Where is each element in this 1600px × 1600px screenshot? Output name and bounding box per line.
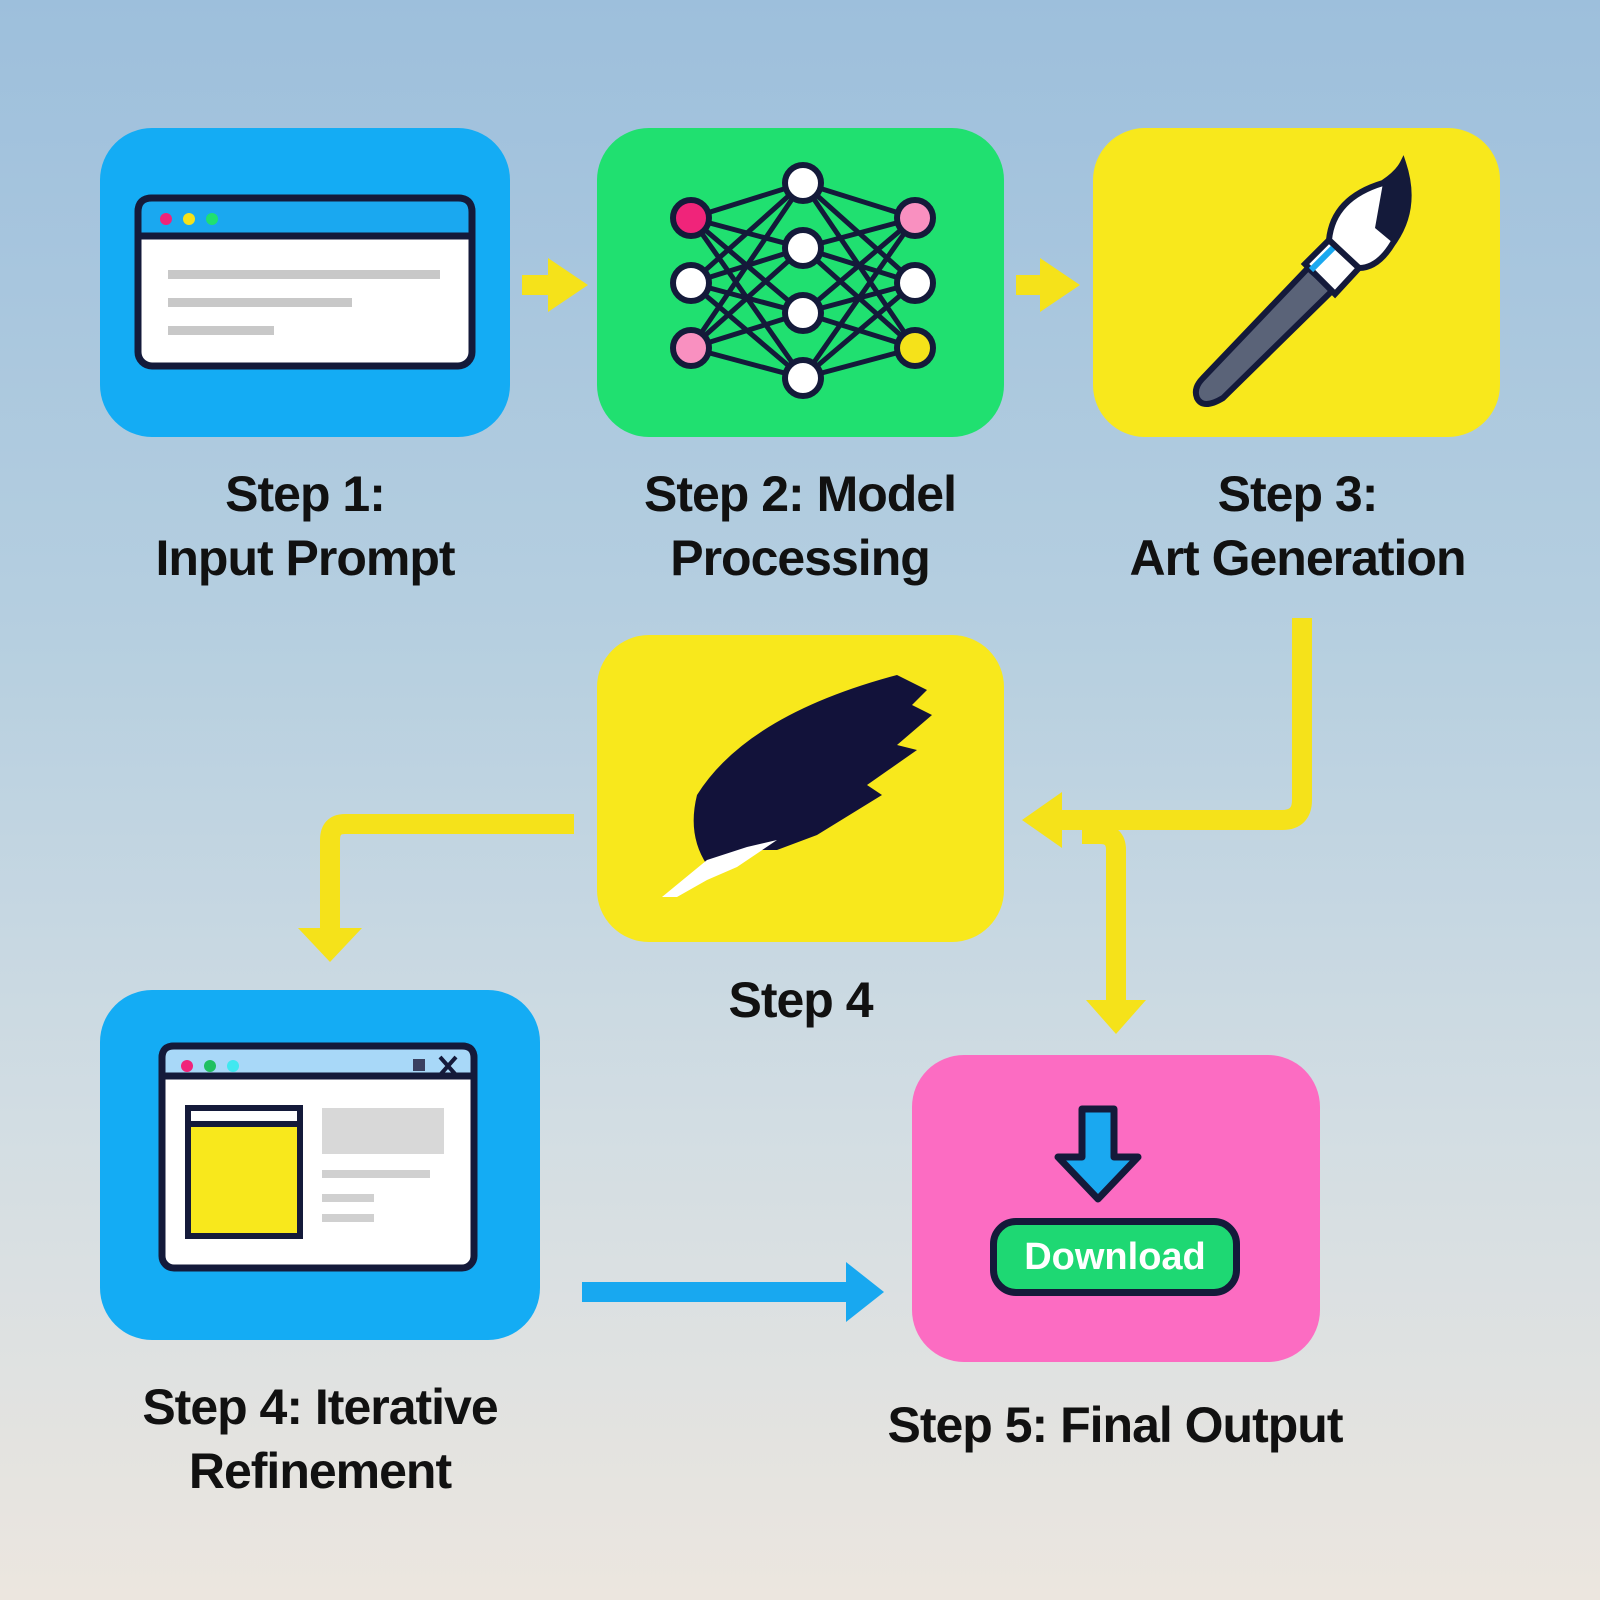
step1-label: Step 1:Input Prompt — [155, 466, 455, 586]
download-button[interactable]: Download — [990, 1218, 1240, 1296]
paintbrush-icon — [1192, 155, 1412, 407]
arrowhead-into-output — [846, 1262, 884, 1322]
step4-label: Step 4 — [728, 972, 873, 1028]
arrow-refinement-to-output — [582, 1282, 852, 1302]
arrow-step2-to-step3 — [1016, 258, 1080, 312]
connector-step4-to-refinement — [320, 814, 574, 932]
brush-stroke-icon — [662, 675, 932, 897]
step3-card — [1093, 128, 1500, 437]
step4-refinement-card — [100, 990, 540, 1340]
connector-to-step5 — [1082, 824, 1126, 1005]
neural-network-icon — [670, 162, 936, 399]
editor-window-icon — [158, 1042, 478, 1272]
step4-card — [597, 635, 1004, 942]
step5-card — [912, 1055, 1320, 1362]
connector-step3-to-step4 — [1050, 618, 1312, 830]
step1-card — [100, 128, 510, 437]
arrowhead-into-refinement — [298, 928, 362, 962]
step2-card — [597, 128, 1004, 437]
download-arrow-icon — [1054, 1105, 1142, 1203]
arrowhead-into-step4 — [1022, 792, 1062, 848]
step5-label: Step 5: Final Output — [887, 1397, 1344, 1453]
step3-label: Step 3:Art Generation — [1129, 466, 1466, 586]
arrow-step1-to-step2 — [522, 258, 588, 312]
arrowhead-into-step5 — [1086, 1000, 1146, 1034]
browser-window-icon — [134, 194, 476, 370]
